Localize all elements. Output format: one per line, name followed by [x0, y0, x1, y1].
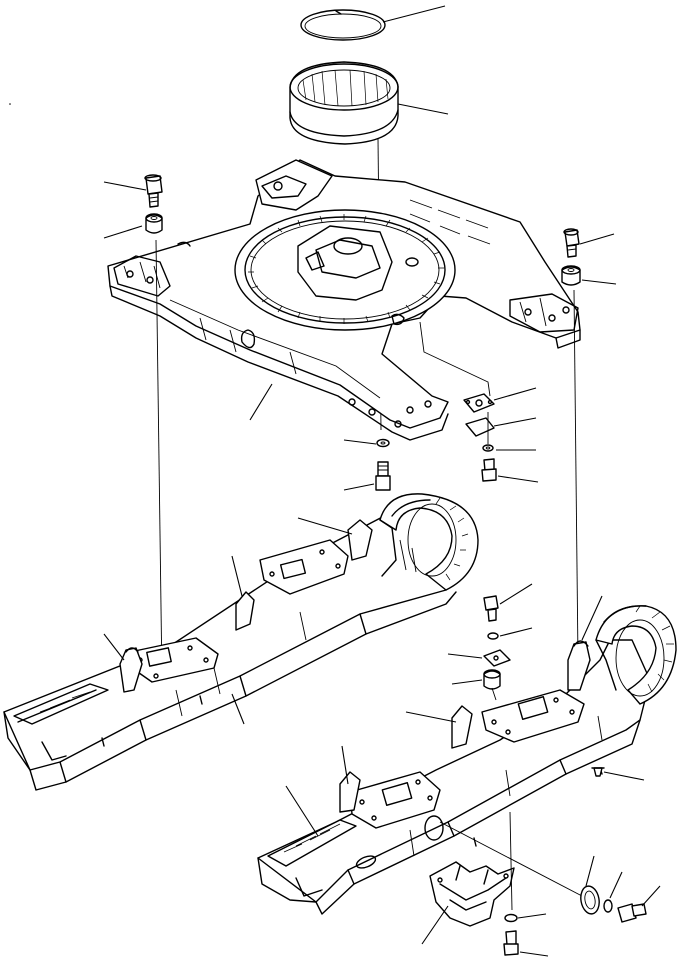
mounting-bolt-right — [563, 228, 580, 258]
mounting-bolt-left — [144, 174, 163, 208]
leader-line — [517, 913, 547, 919]
leader-line — [341, 745, 349, 785]
leader-line — [519, 951, 549, 957]
center-line — [155, 239, 163, 681]
leader-line — [297, 517, 353, 535]
leader-line — [343, 439, 377, 445]
leader-line — [447, 653, 483, 659]
center-line — [573, 289, 579, 661]
leader-line — [397, 103, 449, 115]
speck — [9, 103, 11, 105]
leader-line — [641, 885, 661, 907]
leader-line — [497, 475, 539, 483]
leader-line — [609, 871, 623, 899]
spacer-left — [145, 213, 163, 234]
leader-line — [421, 905, 449, 945]
bolt — [375, 461, 391, 491]
center-line — [509, 811, 513, 911]
leader-line — [499, 627, 533, 637]
leader-line — [493, 387, 537, 401]
leader-line — [343, 483, 375, 491]
snap-ring — [300, 9, 386, 41]
bolt — [481, 458, 497, 482]
washer — [376, 438, 390, 448]
reference-line — [419, 321, 491, 397]
leader-line — [451, 679, 483, 685]
leader-line — [581, 595, 603, 641]
right-track-frame — [257, 605, 677, 915]
leader-line — [103, 181, 147, 191]
cap — [580, 885, 600, 915]
leader-line — [231, 693, 245, 725]
leader-line — [579, 233, 615, 245]
leader-line — [249, 383, 273, 421]
leader-line — [285, 785, 319, 837]
leader-line — [581, 279, 617, 285]
gasket — [465, 417, 495, 437]
washer — [482, 444, 494, 452]
leader-line — [405, 711, 457, 723]
leader-line — [103, 633, 125, 661]
leader-line — [603, 771, 645, 781]
leader-line — [231, 555, 243, 597]
left-track-frame — [3, 493, 479, 791]
leader-line — [493, 417, 537, 427]
cover-plate — [483, 649, 511, 667]
leader-line — [103, 225, 143, 239]
leader-line — [585, 855, 595, 887]
plug — [591, 767, 605, 777]
leader-line — [382, 5, 446, 23]
spacer-right — [483, 669, 501, 690]
bolt — [483, 595, 499, 622]
washer — [504, 913, 518, 923]
washer — [603, 899, 613, 913]
cover-plate — [463, 393, 495, 413]
center-joint-housing-ring — [289, 61, 399, 145]
bolt — [503, 930, 519, 956]
washer — [487, 632, 499, 640]
upper-frame — [107, 159, 581, 441]
spacer-right — [561, 265, 581, 286]
bolt — [617, 903, 647, 923]
guard-bracket — [429, 861, 515, 927]
leader-line — [499, 583, 533, 605]
center-line — [491, 687, 497, 701]
